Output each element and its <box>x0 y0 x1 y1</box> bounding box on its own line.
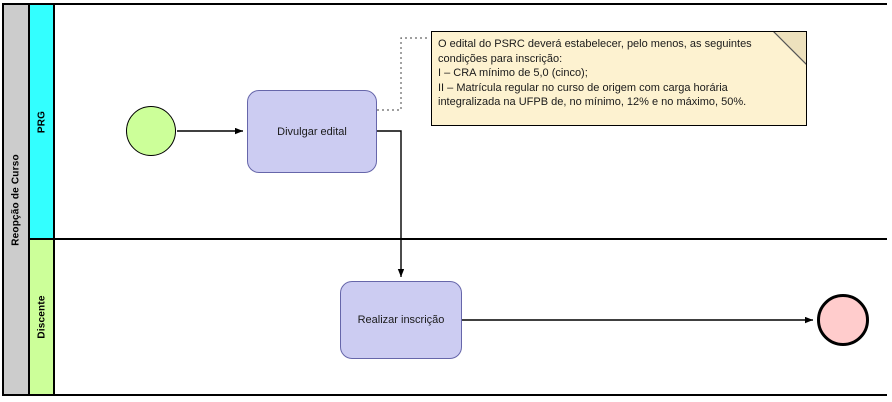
annotation-line-3: I – CRA mínimo de 5,0 (cinco); <box>438 67 588 79</box>
lane-header-prg: PRG <box>30 5 55 238</box>
text-annotation[interactable]: O edital do PSRC deverá estabelecer, pel… <box>431 31 807 126</box>
start-event[interactable] <box>126 106 176 156</box>
lane-header-label-prg: PRG <box>36 110 47 133</box>
annotation-line-1: O edital do PSRC deverá estabelecer, pel… <box>438 38 752 50</box>
lane-header-discente: Discente <box>30 240 55 394</box>
lane-body-discente <box>55 240 887 394</box>
task-realizar-inscricao[interactable]: Realizar inscrição <box>340 281 462 359</box>
annotation-line-4: II – Matrícula regular no curso de orige… <box>438 81 728 94</box>
task-divulgar-edital-label: Divulgar edital <box>277 125 347 138</box>
pool-header-label: Reopção de Curso <box>10 153 22 246</box>
pool-header: Reopção de Curso <box>4 5 30 394</box>
annotation-line-5: integralizada na UFPB de, no mínimo, 12%… <box>438 96 747 108</box>
task-divulgar-edital[interactable]: Divulgar edital <box>247 90 377 173</box>
end-event[interactable] <box>817 294 869 346</box>
lane-discente: Discente <box>30 240 887 394</box>
lane-header-label-discente: Discente <box>36 295 47 339</box>
annotation-line-2: condições para inscrição: <box>438 52 563 65</box>
task-realizar-inscricao-label: Realizar inscrição <box>357 314 445 326</box>
